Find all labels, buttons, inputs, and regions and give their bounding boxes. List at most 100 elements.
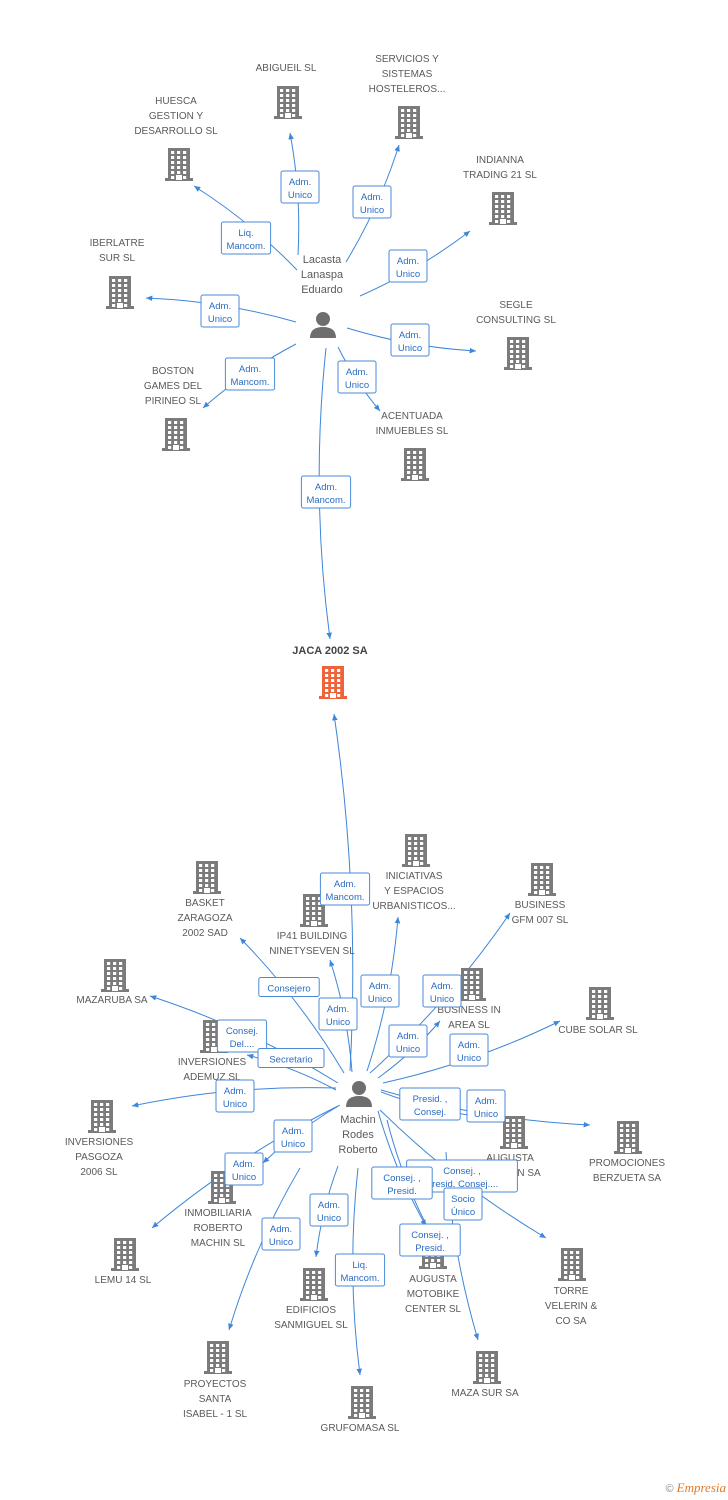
relationship-label[interactable]: Adm.Unico bbox=[388, 249, 428, 283]
building-icon bbox=[504, 337, 532, 370]
relationship-label[interactable]: Adm.Unico bbox=[318, 997, 358, 1031]
relationship-label[interactable]: Adm.Unico bbox=[261, 1217, 301, 1251]
relationship-label-text: Liq.Mancom. bbox=[226, 228, 265, 252]
relationship-label-text: Adm.Unico bbox=[281, 1126, 305, 1150]
relationship-label[interactable]: Adm.Unico bbox=[449, 1033, 489, 1067]
building-icon bbox=[106, 276, 134, 309]
relationship-label[interactable]: Adm.Unico bbox=[215, 1079, 255, 1113]
relationship-label[interactable]: Liq.Mancom. bbox=[220, 221, 272, 255]
relationship-label[interactable]: Adm.Unico bbox=[200, 294, 240, 328]
person-icon[interactable] bbox=[346, 1081, 372, 1107]
relationship-label[interactable]: Adm.Unico bbox=[309, 1193, 349, 1227]
company-node[interactable]: GRUFOMASA SL bbox=[321, 1386, 400, 1434]
relationship-label[interactable]: Consej. ,Presid. bbox=[371, 1166, 433, 1200]
relationship-label[interactable]: Adm.Unico bbox=[422, 974, 462, 1008]
relationship-label[interactable]: Adm.Mancom. bbox=[300, 475, 352, 509]
company-label: CUBE SOLAR SL bbox=[558, 1025, 638, 1036]
building-icon bbox=[300, 894, 328, 927]
relationship-label[interactable]: Adm.Unico bbox=[273, 1119, 313, 1153]
footer: © Empresia bbox=[665, 1480, 726, 1496]
focus-company-node[interactable]: JACA 2002 SA bbox=[292, 645, 368, 699]
person-icon[interactable] bbox=[310, 312, 336, 338]
relationship-label[interactable]: Adm.Unico bbox=[352, 185, 392, 219]
company-node[interactable]: CUBE SOLAR SL bbox=[558, 987, 638, 1036]
relationship-label-text: Adm.Unico bbox=[317, 1200, 341, 1224]
relationship-label[interactable]: Secretario bbox=[257, 1048, 325, 1068]
building-icon bbox=[401, 448, 429, 481]
relationship-label[interactable]: Presid. ,Consej. bbox=[399, 1087, 461, 1121]
company-label: ABIGUEIL SL bbox=[256, 63, 317, 74]
company-node[interactable]: MAZA SUR SA bbox=[451, 1351, 519, 1399]
focus-company-label: JACA 2002 SA bbox=[292, 645, 367, 657]
company-label: LEMU 14 SL bbox=[95, 1275, 152, 1286]
relationship-label[interactable]: Adm.Unico bbox=[224, 1152, 264, 1186]
company-node[interactable]: ABIGUEIL SL bbox=[256, 63, 317, 119]
relationship-label-text: Adm.Mancom. bbox=[230, 364, 269, 388]
relationship-label[interactable]: Adm.Unico bbox=[388, 1024, 428, 1058]
relationship-label-text: Adm.Unico bbox=[269, 1224, 293, 1248]
relationship-label[interactable]: Consejero bbox=[258, 977, 320, 997]
relationship-label[interactable]: Adm.Unico bbox=[360, 974, 400, 1008]
building-icon bbox=[458, 968, 486, 1001]
relationship-label-text: Adm.Mancom. bbox=[325, 879, 364, 903]
relationship-label[interactable]: Adm.Unico bbox=[280, 170, 320, 204]
building-icon bbox=[111, 1238, 139, 1271]
company-node[interactable]: MAZARUBA SA bbox=[76, 959, 148, 1006]
relationship-label[interactable]: Adm.Unico bbox=[390, 323, 430, 357]
brand-logo[interactable]: Empresia bbox=[676, 1480, 726, 1495]
relationship-label[interactable]: Adm.Mancom. bbox=[224, 357, 276, 391]
building-icon bbox=[319, 666, 347, 699]
relationship-label-text: Consejero bbox=[267, 984, 310, 995]
relationship-label[interactable]: Adm.Unico bbox=[466, 1089, 506, 1123]
relationship-label-text: Adm.Unico bbox=[396, 1031, 420, 1055]
relationship-label[interactable]: Adm.Mancom. bbox=[319, 872, 371, 906]
relationship-label-text: Adm.Unico bbox=[396, 256, 420, 280]
building-icon bbox=[274, 86, 302, 119]
relationship-label-text: Consej. ,Presid. Consej.... bbox=[426, 1166, 498, 1190]
building-icon bbox=[300, 1268, 328, 1301]
relationship-label[interactable]: Consej.Del.... bbox=[216, 1019, 268, 1053]
relationship-label[interactable]: Liq.Mancom. bbox=[334, 1253, 386, 1287]
copyright-mark: © bbox=[665, 1483, 674, 1495]
company-node[interactable]: LEMU 14 SL bbox=[95, 1238, 152, 1286]
relationship-label[interactable]: Adm.Unico bbox=[337, 360, 377, 394]
relationship-label[interactable]: Consej. ,Presid. bbox=[399, 1223, 461, 1257]
building-icon bbox=[348, 1386, 376, 1419]
company-label: GRUFOMASA SL bbox=[321, 1423, 400, 1434]
relationship-label-text: Adm.Unico bbox=[398, 330, 422, 354]
building-icon bbox=[204, 1341, 232, 1374]
building-icon bbox=[586, 987, 614, 1020]
